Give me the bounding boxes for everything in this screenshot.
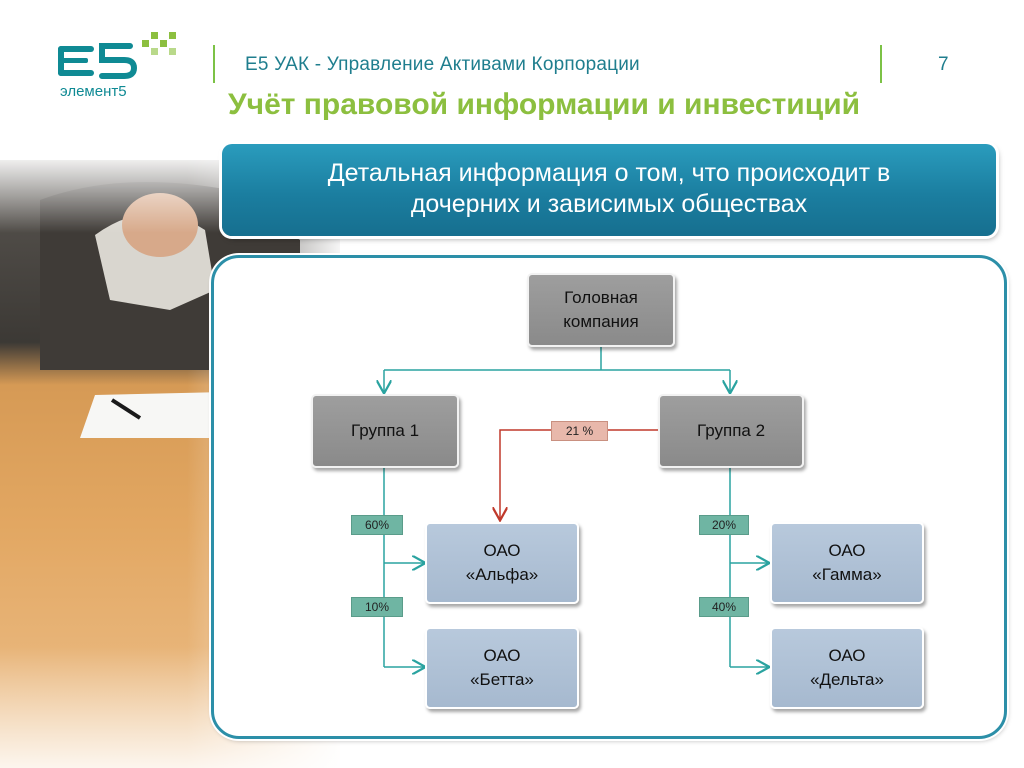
- node-head-line1: Головная: [564, 288, 638, 307]
- banner-line-1: Детальная информация о том, что происход…: [327, 159, 891, 187]
- slide-title: Учёт правовой информации и инвестиций: [228, 88, 861, 121]
- company-logo: [58, 30, 188, 100]
- page-number-divider: [880, 45, 882, 83]
- connector-group2-to-alpha: [500, 429, 658, 519]
- banner-line-2: дочерних и зависимых обществах: [410, 190, 808, 218]
- node-gamma: ОАО «Гамма»: [770, 522, 924, 604]
- page-number: 7: [938, 54, 949, 75]
- node-delta-line2: «Дельта»: [810, 670, 884, 689]
- node-group-2: Группа 2: [658, 394, 804, 468]
- stake-betta-tag: 10%: [351, 597, 403, 617]
- node-betta-line2: «Бетта»: [470, 670, 534, 689]
- node-gamma-line2: «Гамма»: [812, 565, 882, 584]
- node-delta-line1: ОАО: [828, 646, 866, 665]
- node-head-line2: компания: [563, 312, 639, 331]
- stake-cross-tag: 21 %: [551, 421, 608, 441]
- node-gamma-line1: ОАО: [828, 541, 866, 560]
- node-alpha-line1: ОАО: [483, 541, 521, 560]
- node-betta-line1: ОАО: [483, 646, 521, 665]
- node-betta: ОАО «Бетта»: [425, 627, 579, 709]
- node-head-company: Головная компания: [527, 273, 675, 347]
- node-group-1: Группа 1: [311, 394, 459, 468]
- info-banner: Детальная информация о том, что происход…: [222, 144, 996, 236]
- node-group-1-label: Группа 1: [350, 421, 420, 440]
- stake-gamma-tag: 20%: [699, 515, 749, 535]
- stake-delta-tag: 40%: [699, 597, 749, 617]
- node-delta: ОАО «Дельта»: [770, 627, 924, 709]
- stake-alpha-tag: 60%: [351, 515, 403, 535]
- node-alpha-line2: «Альфа»: [465, 565, 539, 584]
- header-title: Е5 УАК - Управление Активами Корпорации: [245, 54, 640, 75]
- logo-caption: элемент5: [60, 83, 127, 100]
- header-divider: [213, 45, 215, 83]
- node-alpha: ОАО «Альфа»: [425, 522, 579, 604]
- node-group-2-label: Группа 2: [696, 421, 766, 440]
